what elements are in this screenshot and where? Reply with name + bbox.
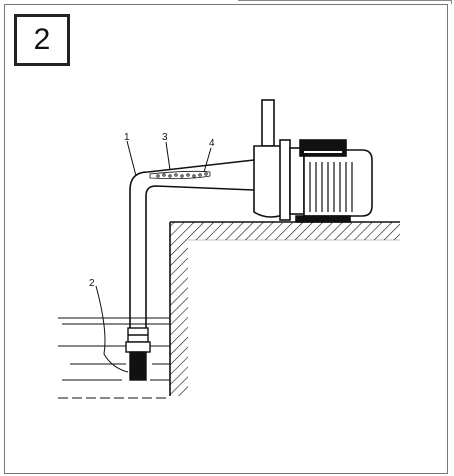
water-reservoir	[58, 317, 170, 399]
top-border-strip	[238, 0, 452, 4]
ground-wall	[169, 221, 400, 396]
foot-valve	[125, 327, 151, 381]
step-number-box: 2	[14, 14, 70, 66]
callout-4: 4	[209, 138, 215, 149]
step-number: 2	[33, 23, 51, 56]
callout-3: 3	[162, 132, 168, 143]
callout-2: 2	[89, 278, 95, 289]
motor	[295, 139, 373, 223]
leader-lines	[95, 140, 212, 373]
figure-frame	[4, 4, 448, 474]
callout-1: 1	[124, 132, 130, 143]
pump-body	[253, 99, 305, 221]
suction-pipe	[129, 159, 255, 330]
